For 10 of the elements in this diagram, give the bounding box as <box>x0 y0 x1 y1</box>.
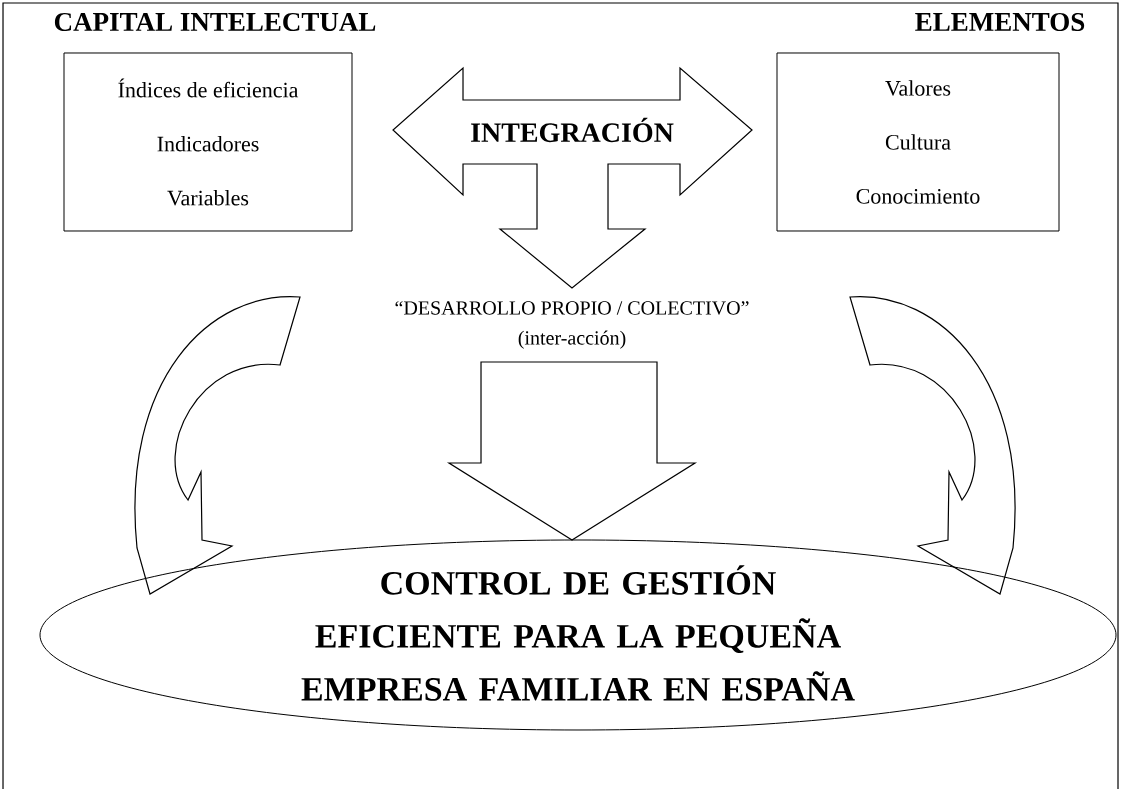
list-box: Valores Cultura Conocimiento <box>776 52 1060 232</box>
heading: ELEMENTOS <box>915 12 1085 32</box>
block-arrow <box>134 296 301 595</box>
heading: CAPITAL INTELECTUAL <box>54 12 376 32</box>
edge-label: INTEGRACIÓN <box>471 117 674 143</box>
list-box: Índices de eficiencia Indicadores Variables <box>63 52 353 232</box>
caption-text: “DESARROLLO PROPIO / COLECTIVO” (inter-acción) <box>395 301 749 349</box>
block-arrow <box>392 66 753 289</box>
block-arrow <box>446 361 698 541</box>
block-arrow <box>849 296 1016 595</box>
